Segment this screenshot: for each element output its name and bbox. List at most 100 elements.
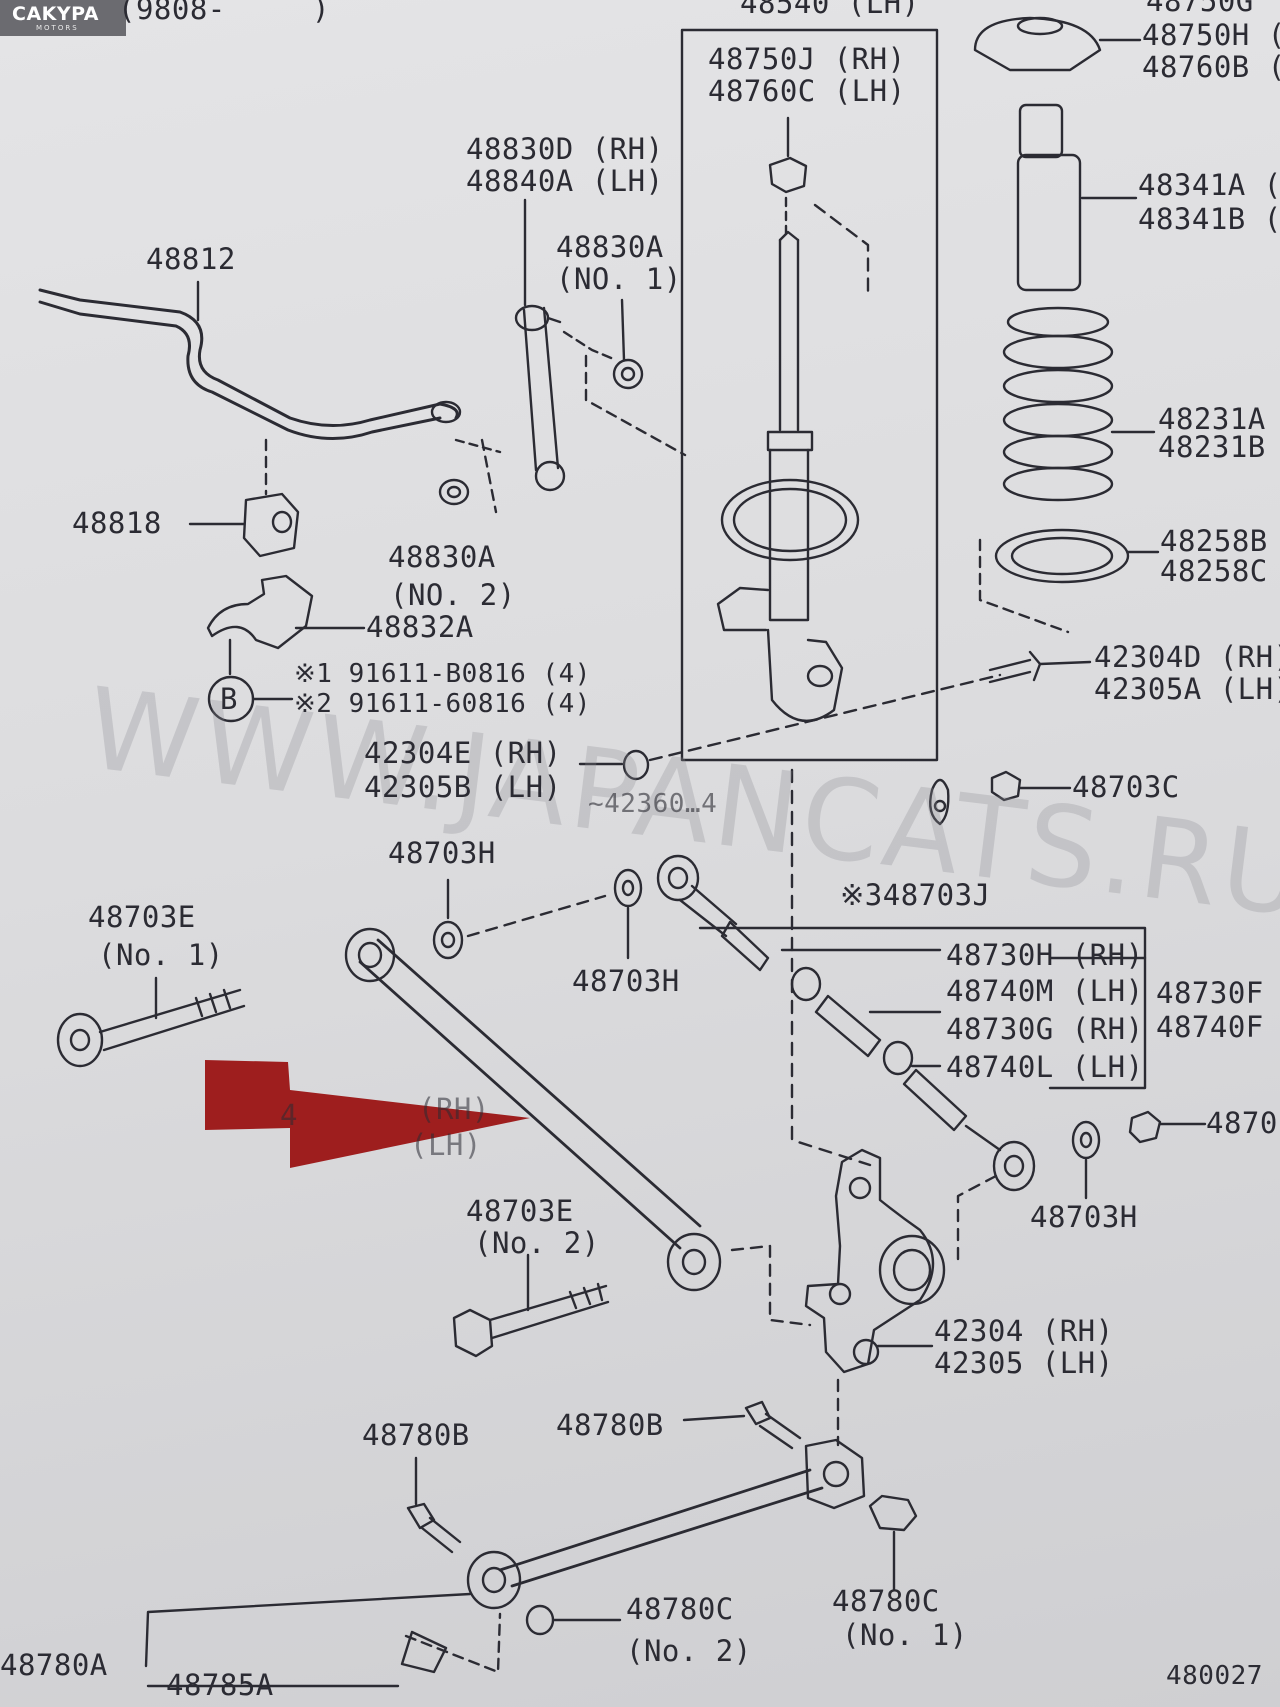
link-nut-no2-hole (446, 485, 462, 499)
strut-rod-tip (778, 230, 800, 242)
spring-seat (994, 528, 1130, 584)
trailing-bolt-right-shank (758, 1412, 802, 1450)
site-logo-sub: MOTORS (36, 24, 79, 32)
suspension-arm-bushing-bottom-hole (681, 1248, 707, 1276)
trailing-nut-no2 (525, 1604, 555, 1636)
label-91611-b0816: ※1 91611-B0816 (4) (294, 659, 591, 689)
label-no2-bolt: (No. 2) (474, 1226, 600, 1260)
knuckle-hole-mid (828, 1282, 852, 1306)
trailing-arm (498, 1468, 824, 1588)
label-42305b: 42305B (LH) (364, 770, 562, 804)
stabilizer-bushing-hole (271, 510, 293, 534)
label-48780c-no1: 48780C (832, 1584, 940, 1618)
knuckle-hub-inner (892, 1248, 932, 1292)
leader-48780b-right (682, 1414, 746, 1422)
lateral-rod-sleeve (814, 994, 882, 1058)
label-42304: 42304 (RH) (934, 1314, 1114, 1348)
label-42305a: 42305A (LH) (1094, 672, 1280, 706)
label-48231b: 48231B (1158, 430, 1266, 464)
label-48830a-no2: 48830A (388, 540, 496, 574)
strut-top-nut (768, 156, 808, 194)
dash-spring-seat (978, 538, 1070, 634)
strut-body (768, 448, 810, 622)
label-48341a: 48341A (R (1138, 168, 1280, 202)
label-48740f: 48740F (1156, 1010, 1264, 1044)
washer-left-hole (440, 931, 456, 949)
strut-rod (778, 238, 800, 432)
label-4870: 4870 (1206, 1106, 1278, 1140)
suspension-arm-bushing-bottom (666, 1232, 722, 1292)
trailing-arm-rear-bracket (804, 1438, 866, 1510)
label-no1-bolt: (No. 1) (98, 938, 224, 972)
trailing-nut-no1 (868, 1494, 918, 1532)
link-nut-no1 (612, 358, 644, 390)
adjust-cam (929, 778, 950, 826)
suspension-arm-rod (358, 938, 702, 1250)
lateral-rod-nut-lower (882, 1040, 914, 1076)
label-48258c: 48258C (1160, 554, 1268, 588)
strut-lh-label: 48540 (LH) (740, 0, 920, 20)
stabilizer-bar-edge (38, 300, 442, 440)
stabilizer-bar-end (430, 400, 462, 424)
bump-stop (1016, 153, 1082, 292)
site-logo-name: CAKYPA (12, 3, 100, 25)
dash-link-strut (584, 354, 687, 457)
dash-center-axis (790, 768, 872, 1167)
strut-lower-bracket-left (716, 586, 770, 632)
header-bracket: ) (312, 0, 330, 26)
stabilizer-bracket (206, 574, 314, 650)
label-no1-nut: (No. 1) (842, 1618, 968, 1652)
knuckle-hole-bottom (852, 1338, 880, 1366)
label-48703e-no1: 48703E (88, 900, 196, 934)
label-48780b-left: 48780B (362, 1418, 470, 1452)
label-48730f: 48730F (1156, 976, 1264, 1010)
knuckle (804, 1148, 935, 1374)
bolt-no1-thread (194, 988, 232, 1018)
label-no2: (NO. 2) (390, 578, 516, 612)
stabilizer-link-stud (546, 316, 562, 324)
label-48812: 48812 (146, 242, 236, 276)
bump-stop-top (1018, 103, 1064, 159)
lateral-rod-lower (964, 1124, 1002, 1152)
nut-far-right (1128, 1110, 1162, 1144)
bolt-no1-head-hole (69, 1028, 91, 1052)
label-48703h-mid: 48703H (572, 964, 680, 998)
washer-mid (613, 868, 643, 908)
coil-4 (1002, 402, 1114, 438)
washer-right-hole (1079, 1131, 1093, 1149)
lateral-rod-bracket (698, 926, 1147, 1090)
stabilizer-link-bottom (534, 460, 566, 492)
upper-support (973, 16, 1102, 72)
dash-arm-knuckle (730, 1244, 812, 1327)
knuckle-hole-top (848, 1176, 872, 1200)
label-arrow-hidden-lh: (LH) (410, 1128, 482, 1162)
lateral-rod-nut-upper (790, 966, 822, 1002)
dash-link-bar (454, 438, 502, 454)
top-right-label: 48750G (1146, 0, 1254, 18)
label-48703e-no2: 48703E (466, 1194, 574, 1228)
site-logo: CAKYPA MOTORS (0, 0, 126, 36)
lateral-rod-thread-lower (902, 1068, 968, 1132)
label-42304e: 42304E (RH) (364, 736, 562, 770)
label-48780b-right: 48780B (556, 1408, 664, 1442)
dash-strut-top (813, 203, 870, 294)
label-48703j: ※348703J (840, 878, 991, 912)
highlight-arrow (205, 1060, 530, 1168)
label-48785a: 48785A (166, 1668, 274, 1702)
label-48703h-left: 48703H (388, 836, 496, 870)
lateral-rod-bushing-bottom (992, 1140, 1036, 1192)
label-48750h: 48750H (RH) (1142, 18, 1280, 52)
label-48840a: 48840A (LH) (466, 164, 664, 198)
lateral-rod-bushing-top (656, 854, 700, 902)
coil-3 (1002, 368, 1114, 404)
dash-washer-left (466, 894, 607, 938)
label-48780a: 48780A (0, 1648, 108, 1682)
label-48818: 48818 (72, 506, 162, 540)
stabilizer-bushing (242, 492, 300, 558)
label-no2-nut: (No. 2) (626, 1634, 752, 1668)
stabilizer-link (522, 306, 560, 472)
dash-link-nut-no1 (562, 330, 618, 362)
label-48740m: 48740M (LH) (946, 974, 1144, 1008)
trailing-arm-front-bushing (466, 1550, 522, 1610)
